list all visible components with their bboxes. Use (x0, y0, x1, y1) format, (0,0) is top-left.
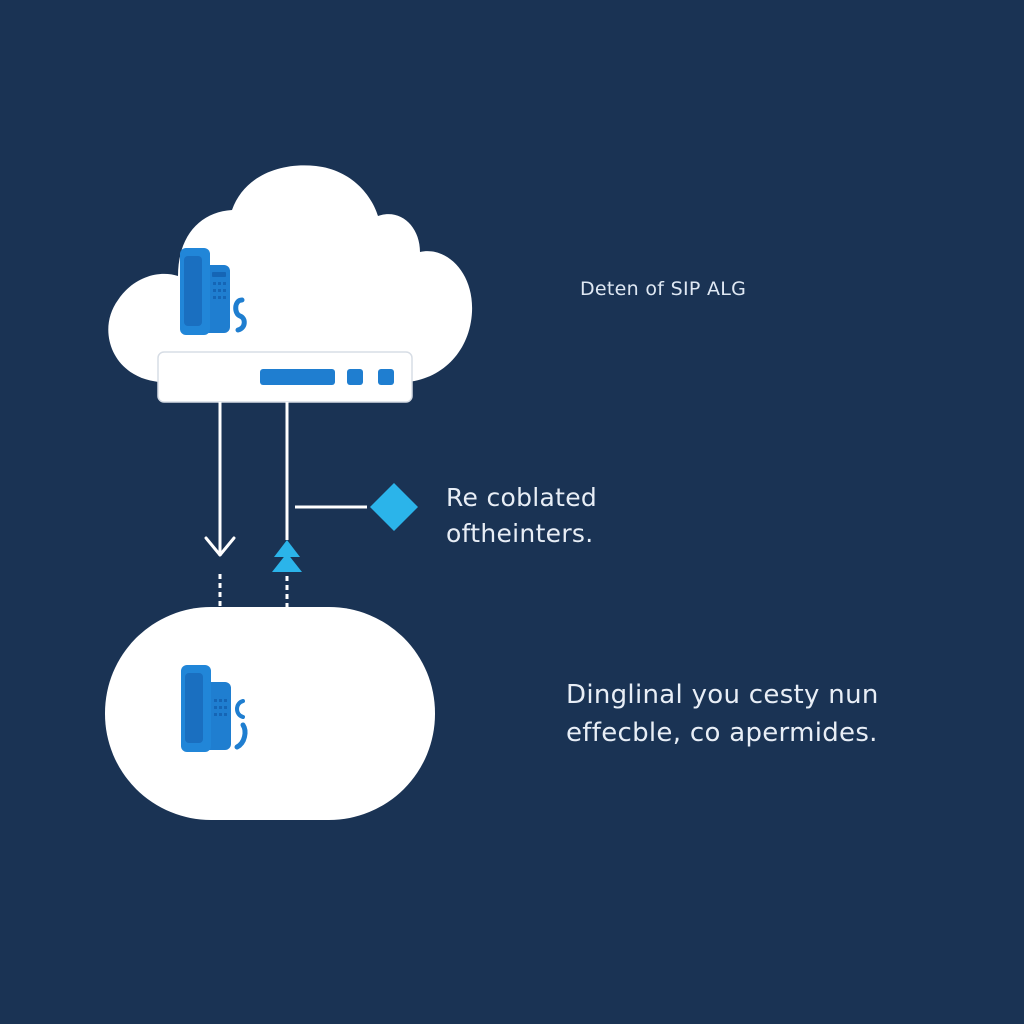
router-led (378, 369, 394, 385)
diamond-marker-icon (370, 483, 418, 531)
alg-annotation-line-1: Re coblated (446, 483, 598, 512)
cloud-node (108, 165, 473, 382)
desk-phone-icon (181, 665, 248, 752)
network-annotation-line-1: Dinglinal you cesty nun (566, 680, 879, 710)
downlink-edge (204, 402, 236, 607)
router-led (347, 369, 363, 385)
alg-annotation-line-2: oftheinters. (446, 519, 594, 548)
network-annotation-line-2: effecble, co apermides. (566, 718, 878, 748)
router-node (157, 351, 413, 403)
alg-annotation: Re coblated oftheinters. (446, 480, 597, 552)
arrow-up-icon (272, 553, 302, 572)
router-status-bar (260, 369, 335, 385)
local-network-node (105, 607, 435, 820)
diagram-title: Deten of SIP ALG (580, 278, 747, 300)
desk-phone-icon (180, 248, 247, 335)
chevron-down-icon (204, 536, 236, 557)
uplink-edge (272, 402, 302, 607)
network-annotation: Dinglinal you cesty nun effecble, co ape… (566, 676, 879, 752)
arrow-up-icon (274, 540, 300, 557)
